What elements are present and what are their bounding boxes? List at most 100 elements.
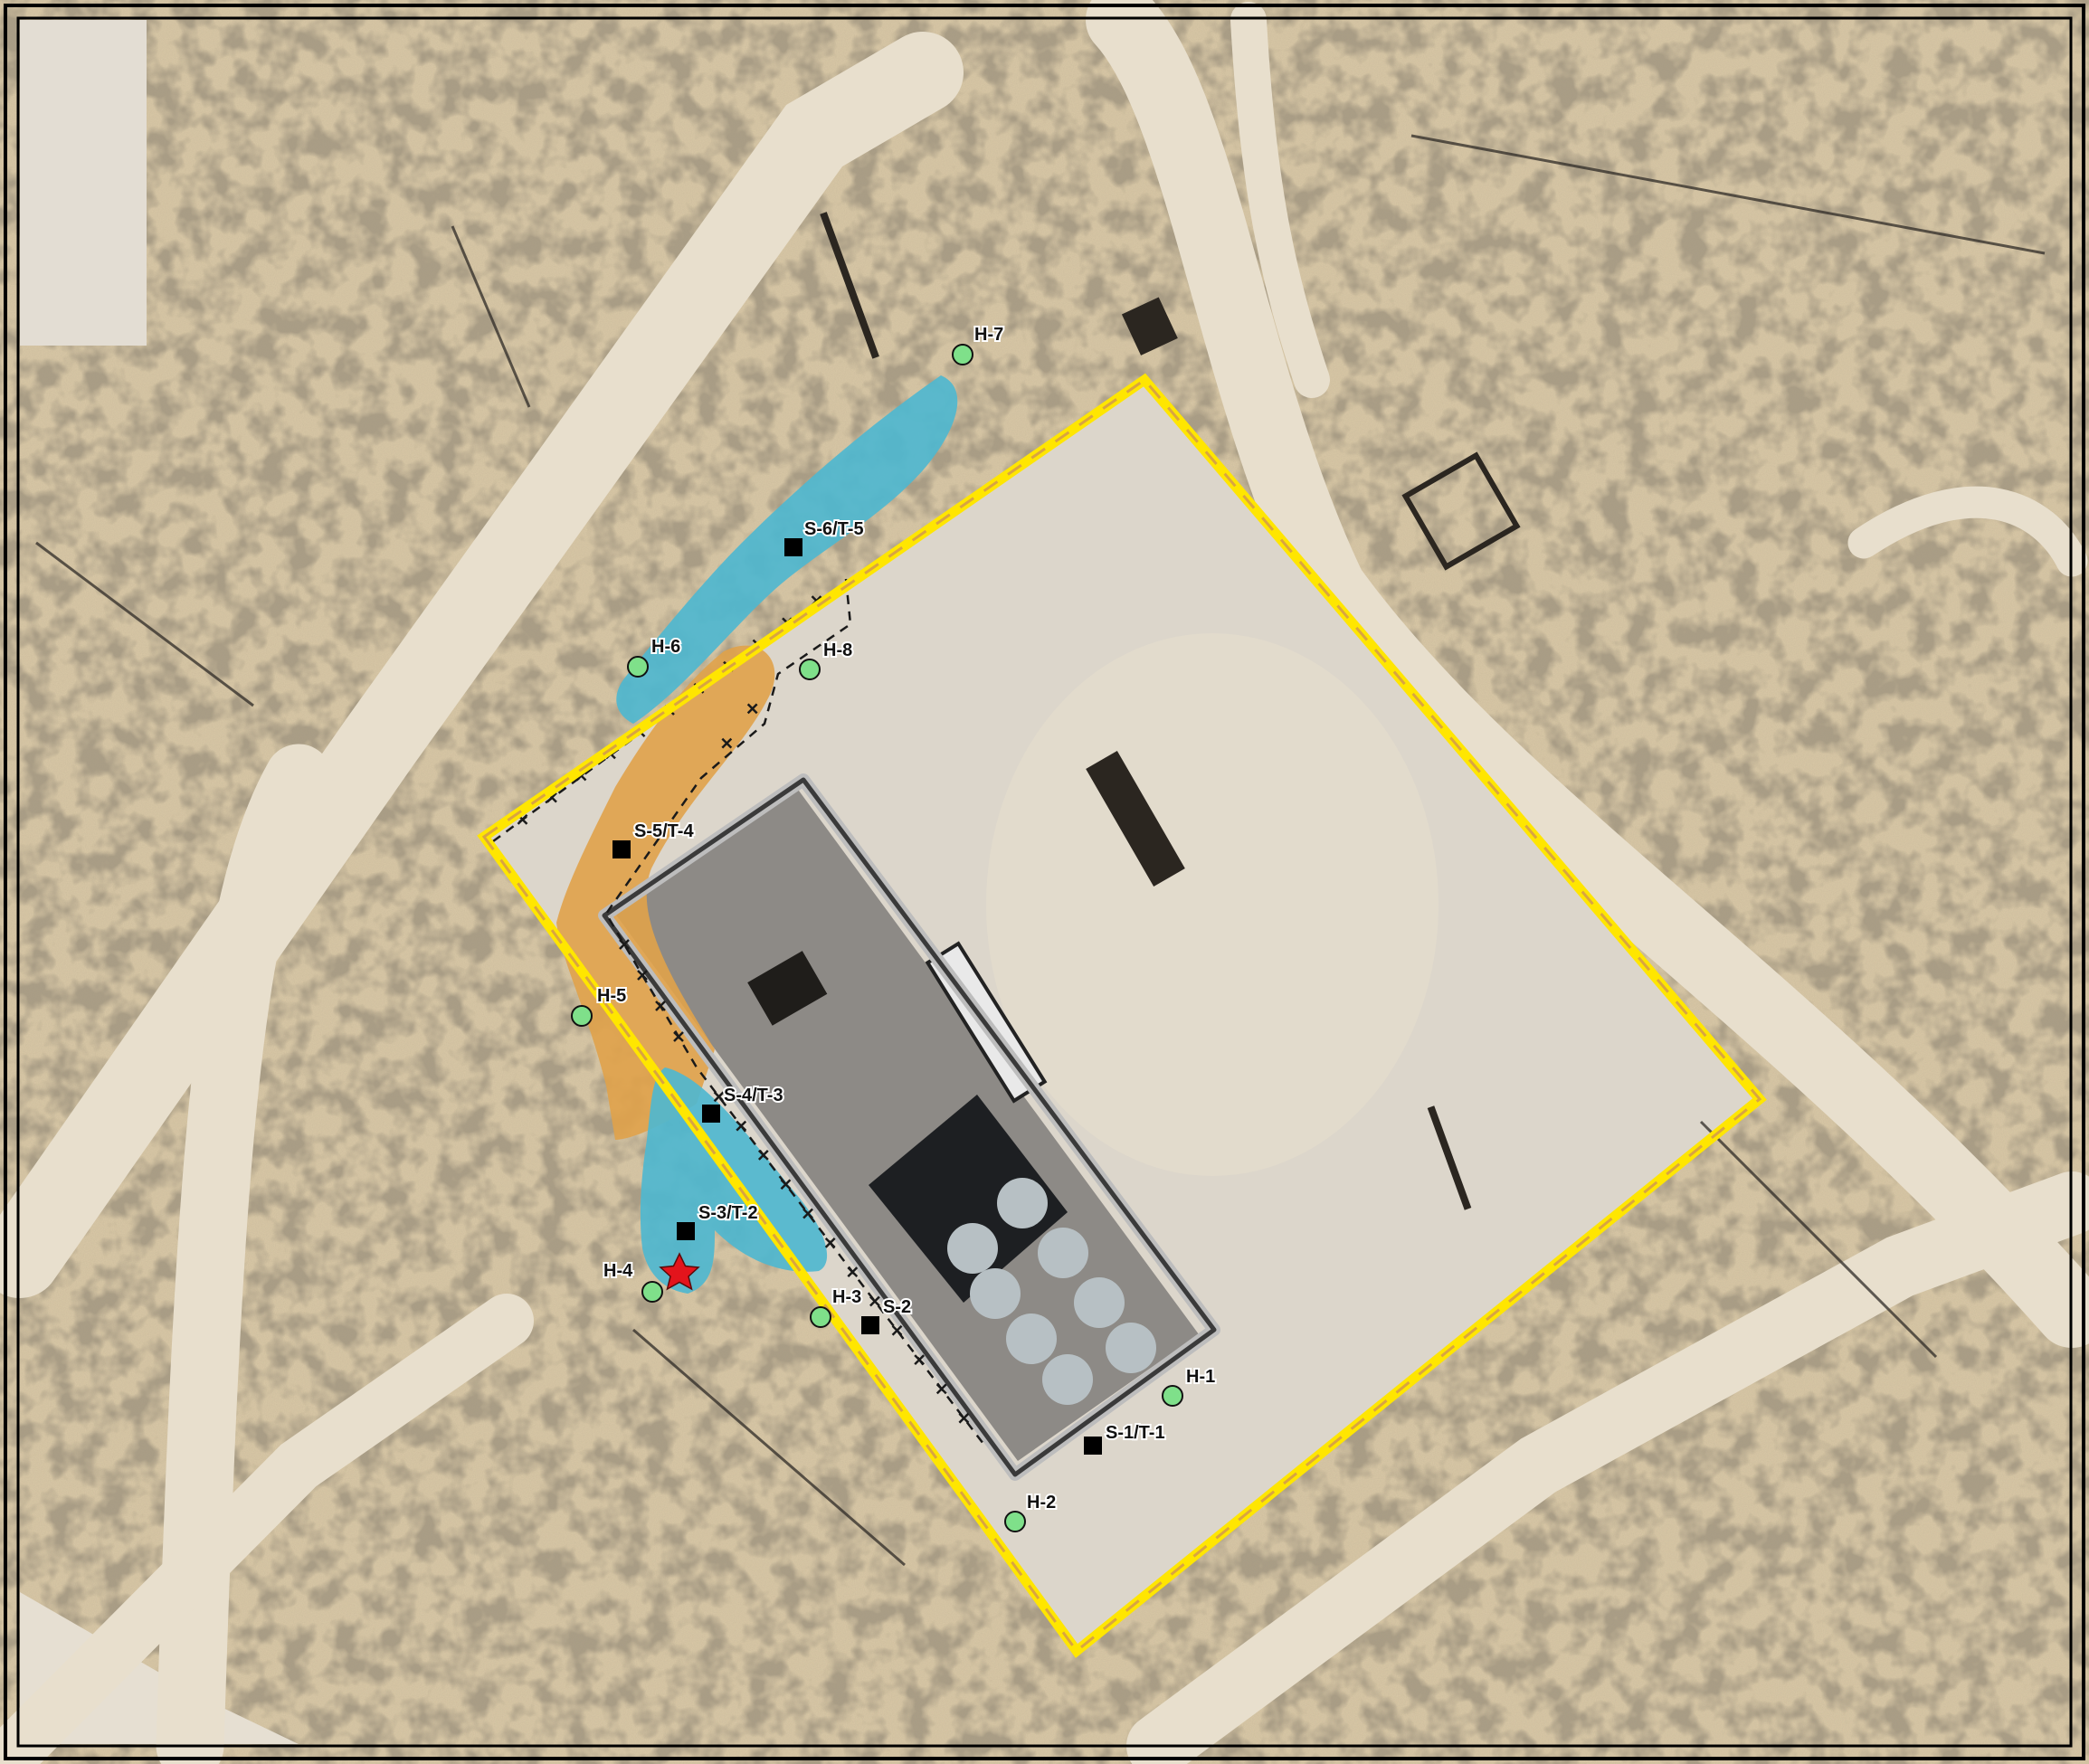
- sample-label: S-2: [883, 1297, 911, 1317]
- release-point[interactable]: [659, 1252, 700, 1291]
- auger-label: H-5: [597, 986, 626, 1006]
- pad-bare-ground: [986, 633, 1439, 1176]
- heater-treater: [747, 951, 828, 1026]
- road-diagonal-northwest: [0, 32, 964, 1298]
- auger-point-h7[interactable]: H-7: [952, 323, 1005, 365]
- fence-x-mark: [914, 1354, 926, 1365]
- fence-x-mark: [802, 1208, 813, 1219]
- fence-x-mark: [619, 939, 630, 950]
- fence-x-mark: [736, 1120, 747, 1132]
- tank: [1038, 1228, 1088, 1278]
- green-circle-icon: [627, 656, 649, 678]
- utility-pole-east: [1427, 1105, 1472, 1210]
- red-star-icon: [659, 1252, 700, 1291]
- battery-slab: [615, 787, 1199, 1461]
- auger-label: H-7: [974, 325, 1003, 345]
- pad-boundary-dash: [481, 377, 1762, 1654]
- auger-point-h3[interactable]: H-3: [810, 1285, 863, 1328]
- sample-point-s6[interactable]: S-6/T-5: [784, 517, 866, 556]
- pipeline-east: [1699, 1120, 1938, 1359]
- road-south: [1126, 1171, 2089, 1764]
- green-circle-icon: [810, 1306, 831, 1328]
- fence-x-mark: [780, 1179, 792, 1190]
- black-square-icon: [677, 1222, 695, 1240]
- wellhead-frame: [1401, 451, 1521, 571]
- sample-label: S-4/T-3: [724, 1086, 783, 1105]
- sample-label: S-1/T-1: [1106, 1423, 1165, 1443]
- black-square-icon: [1084, 1437, 1102, 1455]
- fence-x-mark: [637, 970, 648, 981]
- site-structures: [820, 212, 1521, 1210]
- paved-lot: [20, 20, 147, 346]
- fence-x-mark: [891, 1324, 903, 1336]
- fence-x-mark: [673, 1031, 684, 1042]
- auger-point-h2[interactable]: H-2: [1004, 1491, 1058, 1532]
- sample-point-s1[interactable]: S-1/T-1: [1084, 1421, 1167, 1455]
- utility-pole-north: [820, 212, 879, 359]
- black-square-icon: [784, 538, 802, 556]
- sample-point-s5[interactable]: S-5/T-4: [612, 820, 696, 858]
- sample-point-s2[interactable]: S-2: [861, 1295, 913, 1334]
- sample-label: S-3/T-2: [698, 1203, 758, 1223]
- auger-label: H-1: [1186, 1367, 1215, 1387]
- map-border: [4, 4, 2085, 1760]
- fence-x-mark: [746, 703, 758, 715]
- auger-label: H-3: [832, 1287, 861, 1307]
- fence-x-mark: [869, 1295, 880, 1307]
- sample-label: S-6/T-5: [804, 519, 864, 539]
- fence-x-mark: [958, 1412, 970, 1424]
- auger-label: H-8: [823, 640, 852, 660]
- auger-point-h6[interactable]: H-6: [627, 635, 682, 678]
- road-west-loop: [156, 744, 333, 1764]
- hand-auger-points: H-1 H-2 H-3 H-4 H-5 H-6 H-7 H-8: [571, 323, 1217, 1532]
- tank: [997, 1178, 1048, 1228]
- auger-point-h5[interactable]: H-5: [571, 984, 628, 1027]
- sample-point-s4[interactable]: S-4/T-3: [702, 1084, 785, 1123]
- green-circle-icon: [1004, 1511, 1026, 1532]
- pipelines: [35, 134, 2046, 1567]
- map-inner-border: [16, 16, 2073, 1748]
- auger-point-h8[interactable]: H-8: [799, 639, 854, 680]
- sample-points: S-1/T-1 S-2 S-3/T-2 S-4/T-3 S-5/T-4 S-6/…: [612, 517, 1167, 1455]
- tank: [1042, 1354, 1093, 1405]
- separator-equipment: [869, 1095, 1068, 1303]
- road-north-spur: [1230, 2, 1330, 398]
- pipeline-west: [35, 541, 254, 707]
- tank: [947, 1223, 998, 1274]
- auger-label: H-2: [1027, 1493, 1056, 1513]
- storage-building: [1121, 297, 1178, 356]
- road-east-curve: [1847, 486, 2088, 577]
- black-square-icon: [861, 1316, 879, 1334]
- pipeline-north: [451, 225, 531, 408]
- fence-x-mark: [757, 1150, 769, 1161]
- fence-x-mark: [655, 1001, 666, 1011]
- tank: [970, 1268, 1021, 1319]
- sample-point-s3[interactable]: S-3/T-2: [677, 1201, 760, 1240]
- fence-x-mark: [935, 1383, 947, 1395]
- pumpjack-base: [1086, 751, 1185, 887]
- auger-label: H-4: [603, 1261, 633, 1281]
- road-west-connector: [0, 1294, 534, 1764]
- black-square-icon: [702, 1105, 720, 1123]
- pipeline-south: [632, 1328, 906, 1567]
- green-circle-icon: [571, 1005, 593, 1027]
- sample-label: S-5/T-4: [634, 821, 694, 841]
- auger-point-h1[interactable]: H-1: [1162, 1365, 1217, 1407]
- fence-x-mark: [713, 1091, 725, 1103]
- tank: [1006, 1314, 1057, 1364]
- tank: [1074, 1277, 1125, 1328]
- fence-x-mark: [847, 1266, 859, 1278]
- tank: [1106, 1323, 1156, 1373]
- pipeline-northeast: [1410, 134, 2046, 255]
- auger-label: H-6: [651, 637, 680, 657]
- green-circle-icon: [952, 344, 973, 365]
- black-square-icon: [612, 840, 631, 858]
- auger-point-h4[interactable]: H-4: [602, 1259, 663, 1303]
- green-circle-icon: [1162, 1385, 1183, 1407]
- fence-x-mark: [721, 737, 733, 749]
- green-circle-icon: [641, 1281, 663, 1303]
- containment-berm-outline: [602, 777, 1217, 1477]
